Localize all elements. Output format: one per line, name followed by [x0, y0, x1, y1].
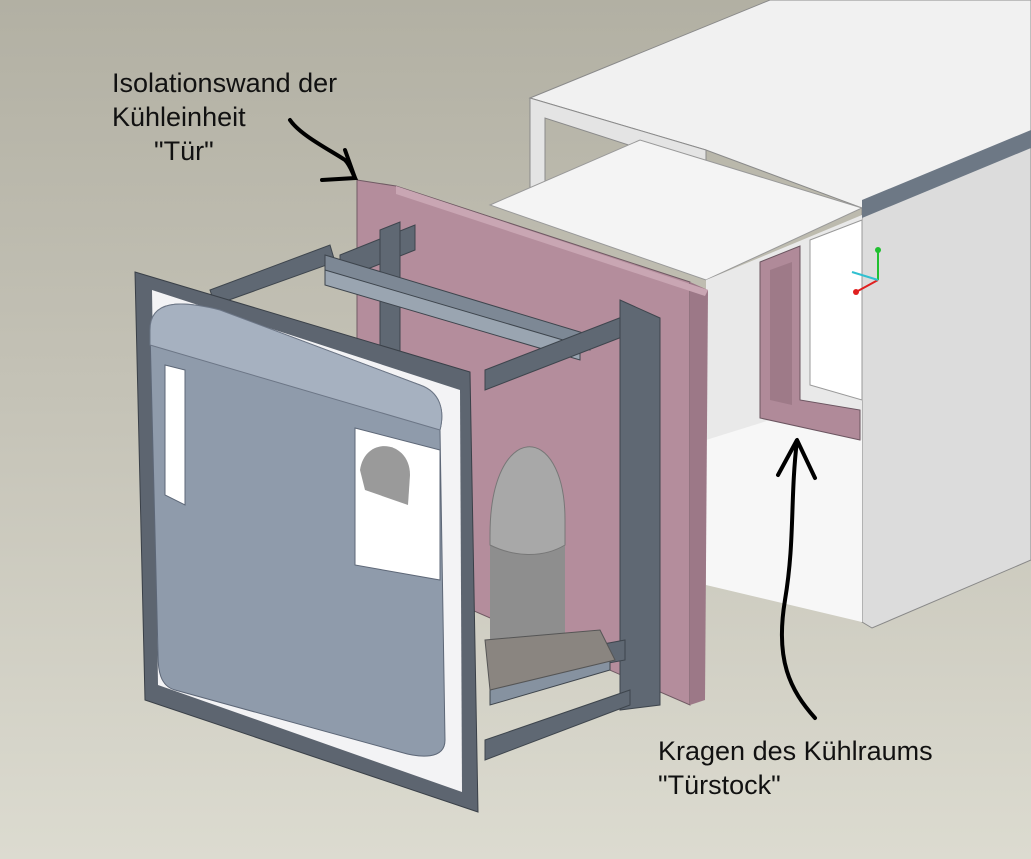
annotation-arrows	[288, 118, 817, 720]
frame-annotation-line2: "Türstock"	[658, 770, 781, 800]
door-annotation-line3: "Tür"	[154, 136, 214, 166]
door-annotation: Isolationswand der Kühleinheit "Tür"	[112, 66, 337, 168]
frame-annotation: Kragen des Kühlraums "Türstock"	[658, 734, 933, 802]
compressor-dome	[484, 446, 616, 691]
frame-annotation-line1: Kragen des Kühlraums	[658, 736, 933, 766]
coordinate-axes-icon	[851, 247, 881, 295]
frame-arrow	[776, 438, 817, 720]
door-annotation-line1: Isolationswand der	[112, 68, 338, 98]
cold-room-duct	[488, 0, 1031, 629]
door-panel	[149, 303, 446, 757]
door-frame-collar	[759, 245, 861, 441]
door-annotation-line2: Kühleinheit	[112, 102, 246, 132]
steel-frame	[209, 221, 661, 761]
